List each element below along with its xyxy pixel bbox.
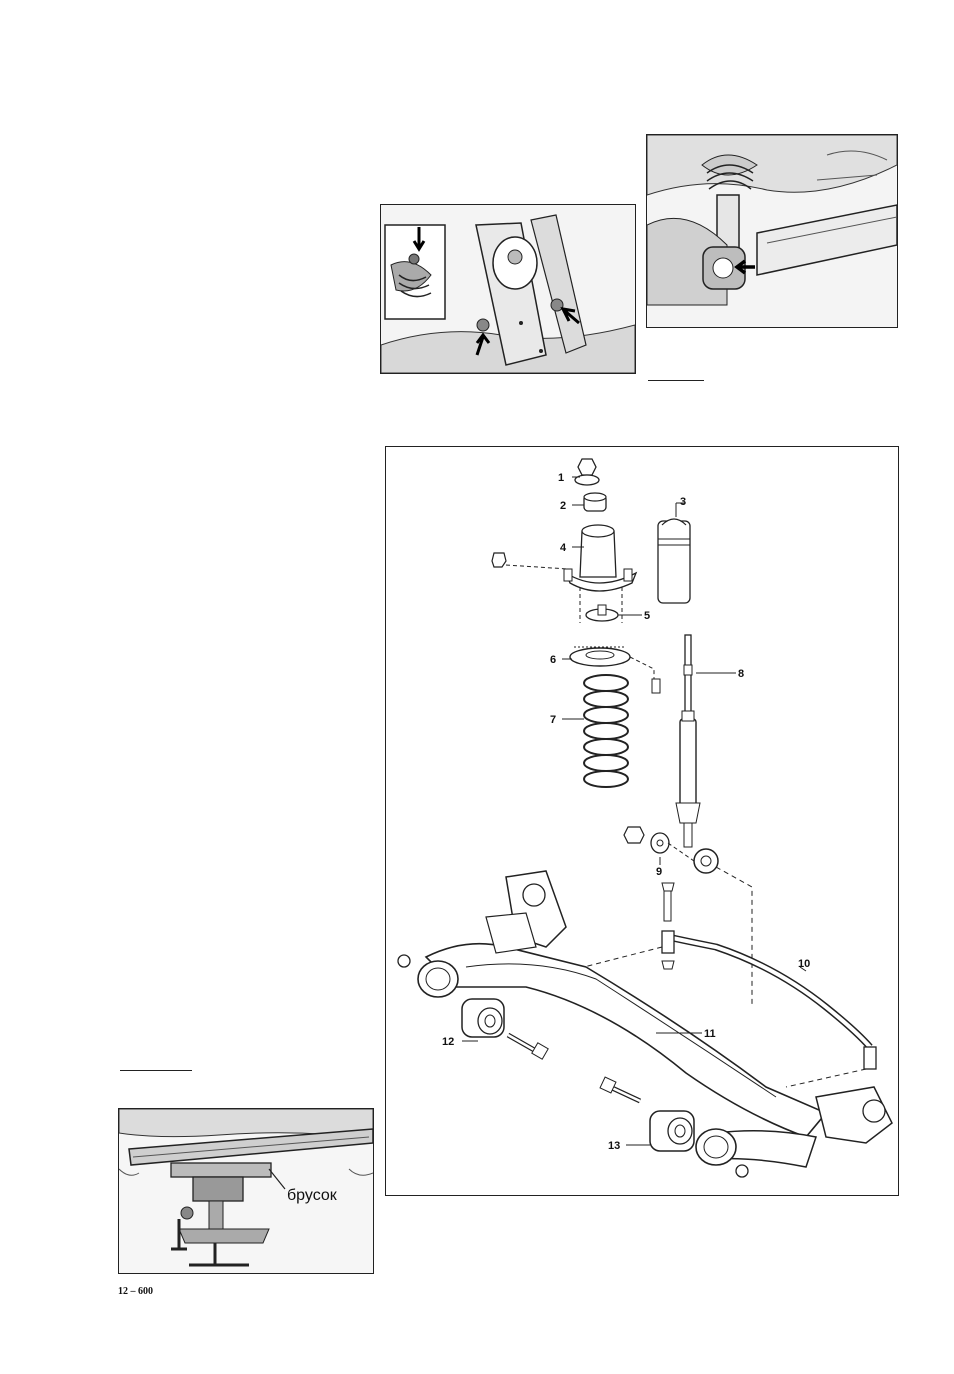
exploded-diagram-drawing: 1 2 3 4 5 6 8 7 9 10 11 12 13 <box>386 447 898 1195</box>
part-1-nut <box>578 459 596 475</box>
photo-mount-bolts <box>380 204 636 374</box>
callout-2: 2 <box>560 500 566 512</box>
jack-head <box>193 1177 243 1201</box>
callout-4: 4 <box>560 542 567 554</box>
callout-10: 10 <box>798 958 810 970</box>
callout-9: 9 <box>656 866 662 878</box>
page-number: 12 – 600 <box>118 1286 153 1297</box>
exploded-diagram: 1 2 3 4 5 6 8 7 9 10 11 12 13 <box>385 446 899 1196</box>
callout-13: 13 <box>608 1140 620 1152</box>
upper-support-nut <box>492 553 506 567</box>
part-9-nut <box>624 827 644 843</box>
callout-3: 3 <box>680 496 686 508</box>
insulator-bolt <box>652 679 660 693</box>
part-13-bushing <box>650 1111 694 1151</box>
wood-block <box>171 1163 271 1177</box>
stabilizer-bolt <box>664 887 671 921</box>
photo-jack-support: брусок <box>118 1108 374 1274</box>
callout-5: 5 <box>644 610 650 622</box>
part-12-bushing <box>462 999 504 1037</box>
callout-12: 12 <box>442 1036 454 1048</box>
callout-7: 7 <box>550 714 556 726</box>
callout-1: 1 <box>558 472 564 484</box>
callout-11: 11 <box>704 1028 716 1040</box>
caption-rule-bottom <box>120 1070 192 1071</box>
callout-8: 8 <box>738 668 744 680</box>
photo-mount-bolts-drawing <box>381 205 635 373</box>
caption-rule-top <box>648 380 704 381</box>
part-4-upper-support <box>580 531 616 577</box>
block-label: брусок <box>287 1187 337 1205</box>
part-3-dust-cover <box>658 521 690 603</box>
photo-shock-lower-mount <box>646 134 898 328</box>
photo-shock-lower-mount-drawing <box>647 135 897 327</box>
callout-6: 6 <box>550 654 556 666</box>
